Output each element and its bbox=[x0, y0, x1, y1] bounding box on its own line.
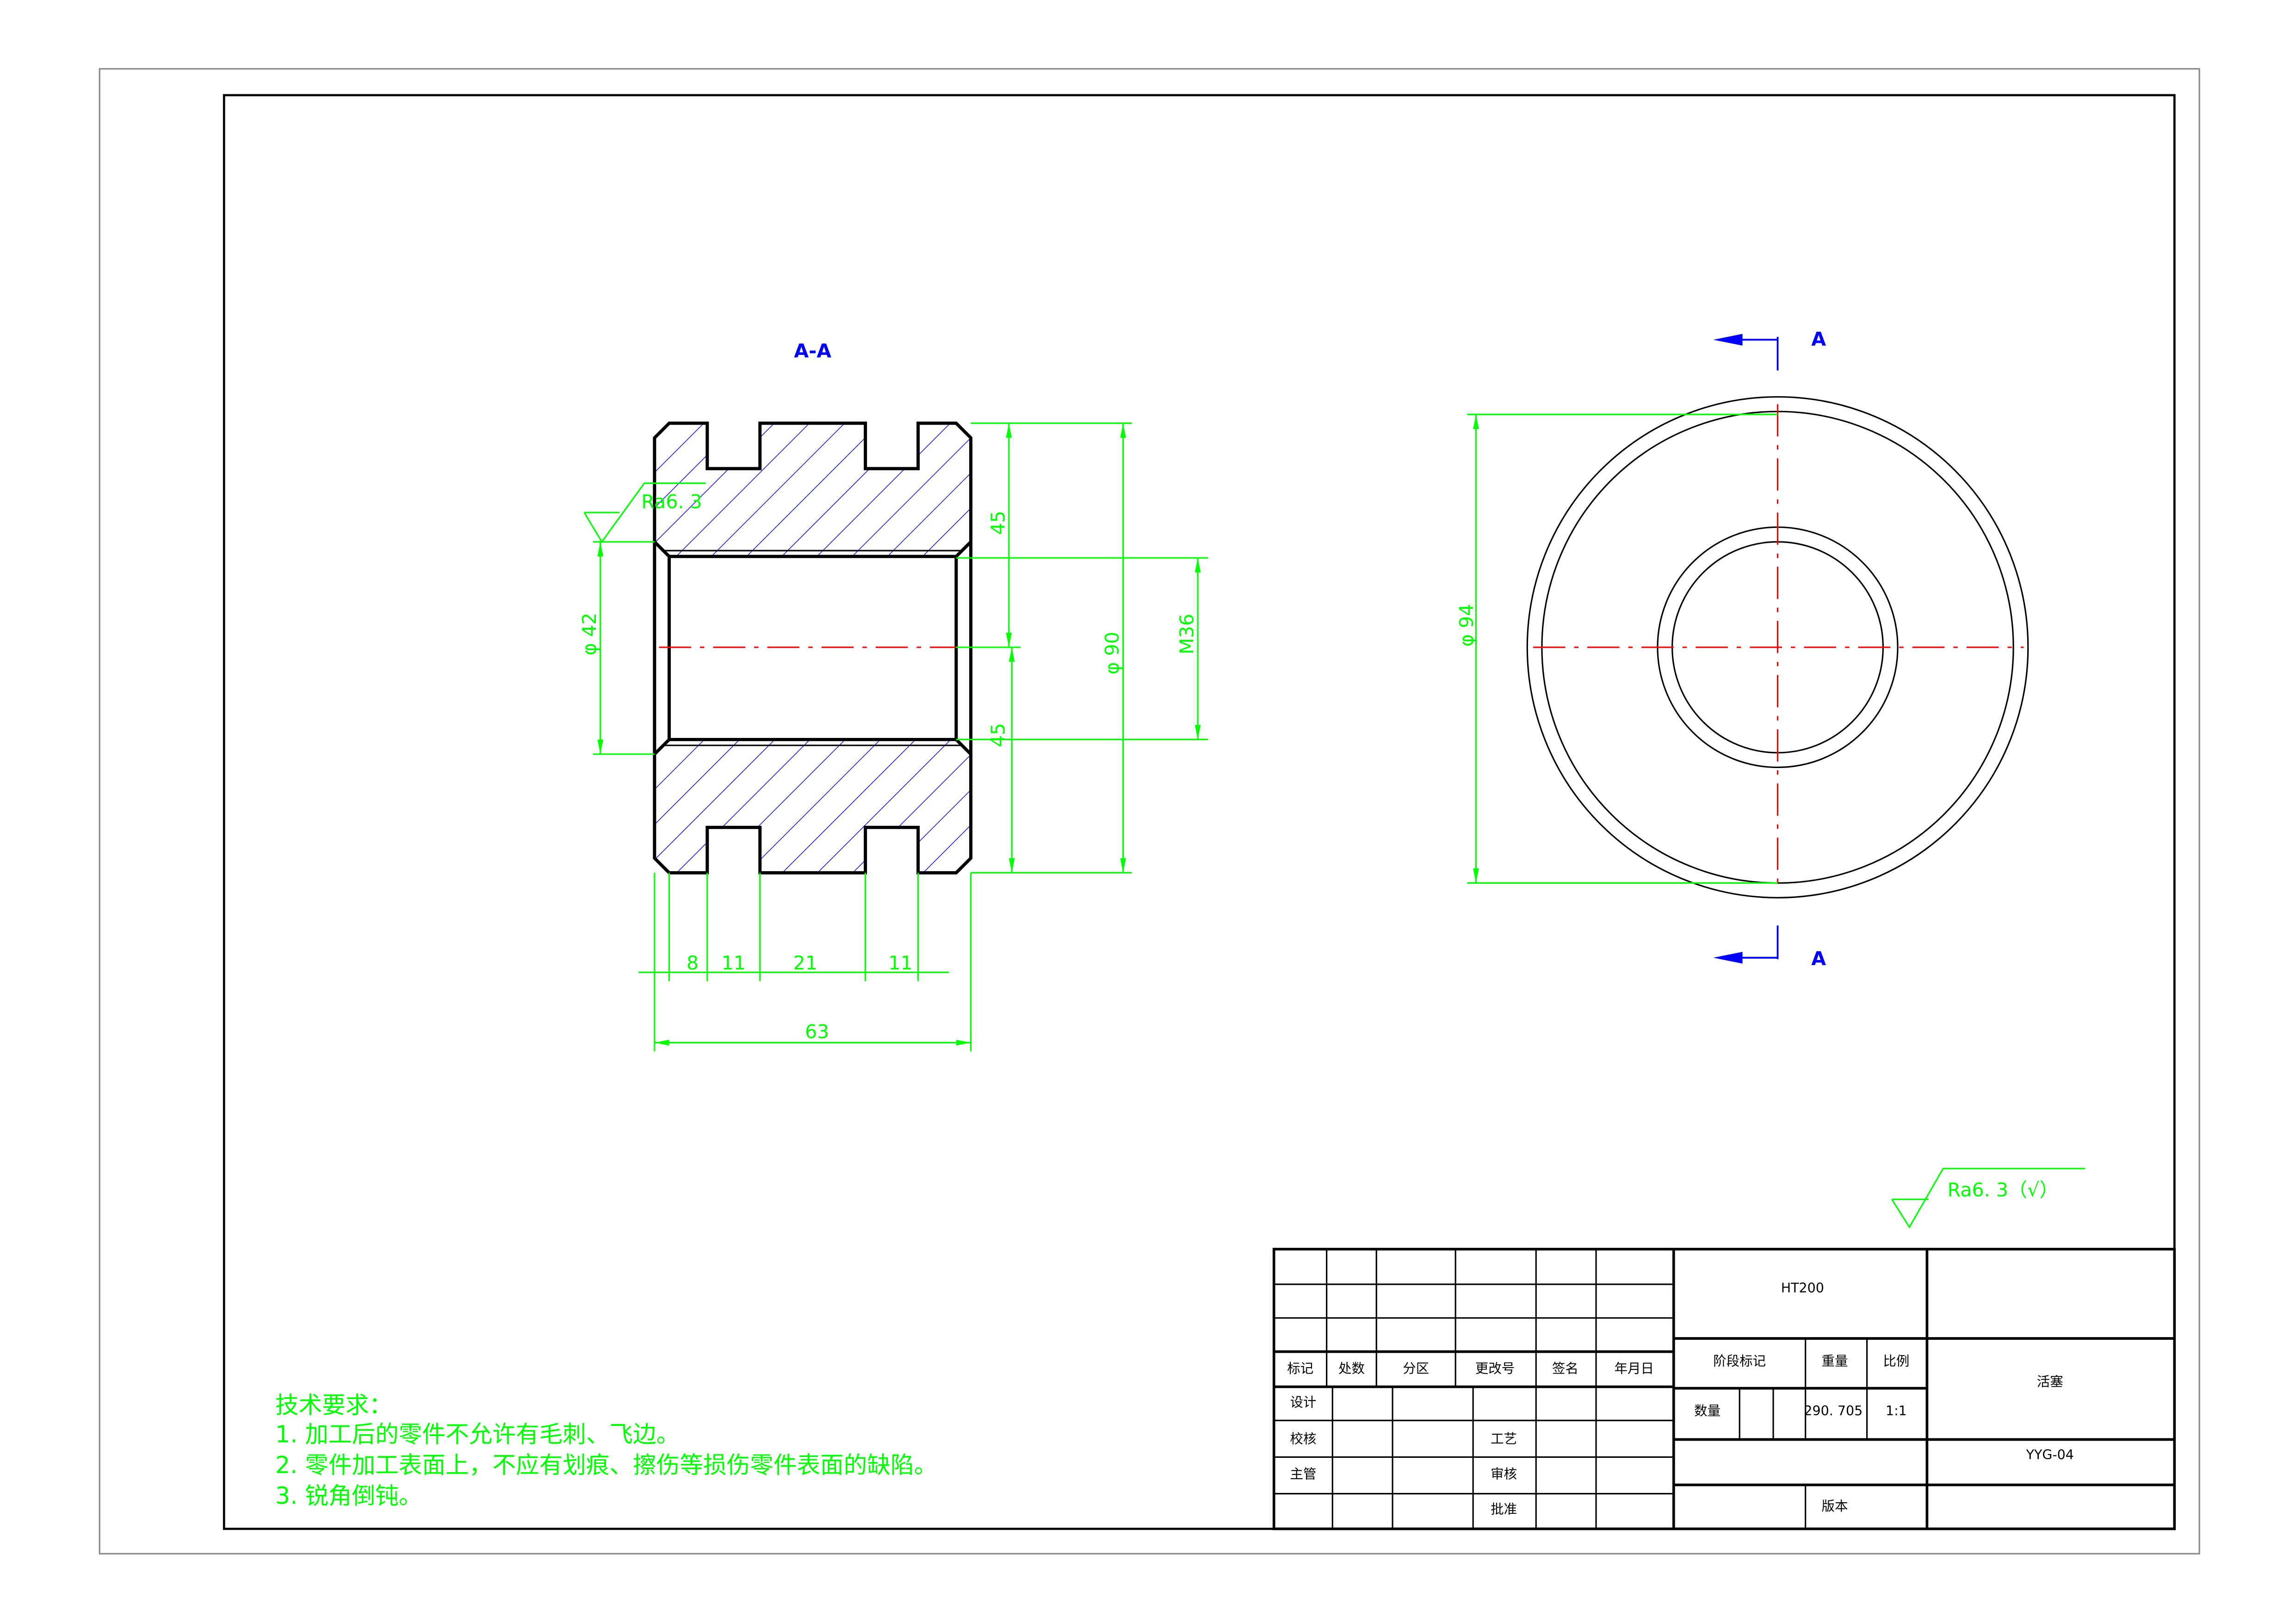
header-zone: 分区 bbox=[1403, 1361, 1429, 1376]
extension-lines bbox=[593, 422, 1208, 1052]
dim-45-top: 45 bbox=[987, 511, 1009, 535]
general-roughness-label: Ra6. 3（√） bbox=[1948, 1179, 2059, 1201]
role-review: 审核 bbox=[1491, 1466, 1517, 1481]
weight-value: 290. 705 bbox=[1804, 1403, 1863, 1419]
dim-d94: φ 94 bbox=[1455, 604, 1478, 647]
header-mark: 标记 bbox=[1287, 1361, 1313, 1376]
outer-border bbox=[99, 68, 2200, 1555]
header-date: 年月日 bbox=[1615, 1361, 1654, 1376]
section-view: A-A 45 45 φ 90 M36 φ 42 8 11 21 11 63 Ra… bbox=[578, 340, 1208, 1052]
dim-m36: M36 bbox=[1176, 614, 1198, 655]
material: HT200 bbox=[1781, 1280, 1824, 1295]
dim-63: 63 bbox=[805, 1021, 829, 1043]
thread-lines bbox=[662, 550, 964, 746]
section-label: A-A bbox=[794, 340, 831, 362]
extension-lines-d94 bbox=[1467, 414, 1778, 884]
section-mark-top: A bbox=[1811, 328, 1826, 350]
section-mark-bottom: A bbox=[1811, 948, 1826, 970]
dim-d42: φ 42 bbox=[578, 613, 600, 656]
drawing-number: YYG-04 bbox=[2026, 1447, 2074, 1462]
version-label: 版本 bbox=[1821, 1499, 1848, 1514]
role-supervisor: 主管 bbox=[1290, 1466, 1317, 1481]
dim-d90: φ 90 bbox=[1101, 632, 1123, 675]
header-change-no: 更改号 bbox=[1475, 1361, 1515, 1376]
scale-value: 1:1 bbox=[1886, 1403, 1907, 1419]
role-approve: 批准 bbox=[1491, 1501, 1517, 1517]
tech-requirement-2: 2. 零件加工表面上，不应有划痕、擦伤等损伤零件表面的缺陷。 bbox=[275, 1451, 937, 1479]
title-block: 标记 处数 分区 更改号 签名 年月日 设计 校核 主管 工艺 审核 批准 HT… bbox=[1272, 1248, 2176, 1530]
role-check: 校核 bbox=[1290, 1431, 1317, 1446]
dim-45-bottom: 45 bbox=[987, 723, 1009, 747]
section-arrowhead-bottom-icon bbox=[1713, 952, 1743, 964]
dim-8: 8 bbox=[687, 952, 699, 974]
roughness-symbol bbox=[583, 482, 706, 543]
roughness-label: Ra6. 3 bbox=[641, 490, 702, 513]
dim-11-a: 11 bbox=[722, 952, 746, 974]
role-process: 工艺 bbox=[1491, 1431, 1517, 1446]
quantity-label: 数量 bbox=[1694, 1403, 1720, 1419]
end-view: φ 94 A A bbox=[1455, 328, 2029, 970]
tech-requirements: 技术要求： 1. 加工后的零件不允许有毛刺、飞边。 2. 零件加工表面上，不应有… bbox=[275, 1391, 937, 1509]
part-outline-bottom bbox=[653, 737, 972, 874]
dim-11-b: 11 bbox=[888, 952, 912, 974]
outer-circle bbox=[1526, 396, 2029, 898]
part-outline-top bbox=[653, 421, 972, 558]
tech-requirement-1: 1. 加工后的零件不允许有毛刺、飞边。 bbox=[275, 1421, 680, 1448]
section-arrowhead-top-icon bbox=[1713, 334, 1743, 346]
part-name: 活塞 bbox=[2037, 1374, 2063, 1389]
general-roughness-symbol bbox=[1891, 1168, 2086, 1229]
header-signature: 签名 bbox=[1552, 1361, 1578, 1376]
hatch-bottom bbox=[654, 739, 971, 873]
inner-frame bbox=[223, 94, 2176, 1530]
role-design: 设计 bbox=[1290, 1394, 1317, 1410]
header-count: 处数 bbox=[1338, 1361, 1365, 1376]
scale-label: 比例 bbox=[1883, 1354, 1909, 1369]
dim-21: 21 bbox=[793, 952, 817, 974]
tech-requirement-3: 3. 锐角倒钝。 bbox=[275, 1482, 422, 1510]
hatch-top bbox=[654, 423, 971, 557]
stage-mark-label: 阶段标记 bbox=[1713, 1354, 1766, 1369]
weight-label: 重量 bbox=[1821, 1354, 1848, 1369]
tech-requirements-title: 技术要求： bbox=[275, 1391, 392, 1419]
